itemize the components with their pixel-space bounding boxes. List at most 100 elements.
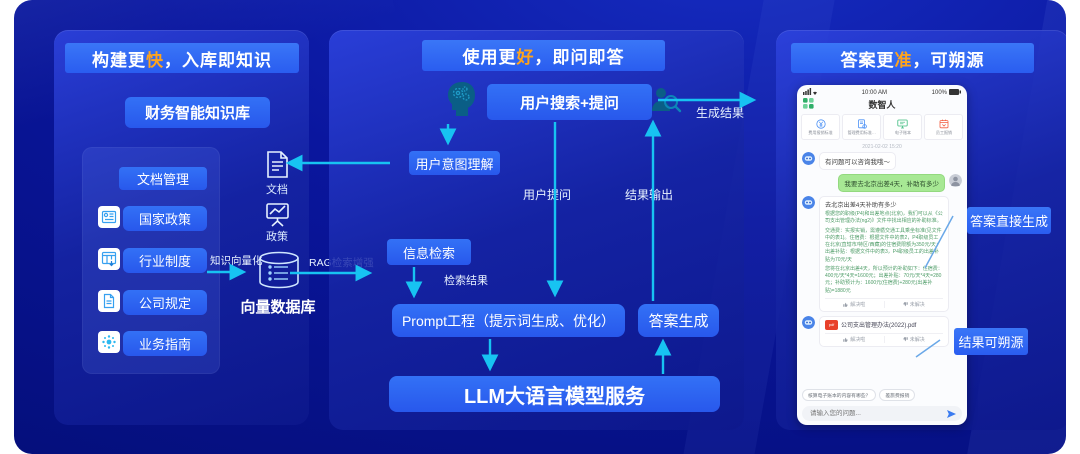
- chat-input[interactable]: [808, 409, 947, 418]
- callout-label: 答案直接生成: [969, 214, 1048, 229]
- answer-title: 去北京出差4天补助有多少: [825, 202, 897, 209]
- bot-avatar: [802, 196, 815, 209]
- chat-timestamp: 2021-02-02 15:20: [862, 144, 902, 150]
- bot-answer-row: 去北京出差4天补助有多少 根据您的职级(P4)和出差地点(北京)，我们可以从《公…: [802, 196, 962, 312]
- label-text: 政策: [266, 231, 288, 243]
- send-icon[interactable]: [947, 409, 956, 418]
- bot-answer-bubble: 去北京出差4天补助有多少 根据您的职级(P4)和出差地点(北京)，我们可以从《公…: [819, 196, 949, 312]
- node-label: Prompt工程（提示词生成、优化）: [401, 312, 616, 329]
- user-search-node: 用户搜索+提问: [487, 84, 652, 120]
- doc-management-label: 文档管理: [136, 172, 189, 187]
- title-text: 答案更: [840, 50, 895, 70]
- person-search-icon: [650, 85, 682, 122]
- business-guide-icon: [98, 331, 120, 353]
- intent-node: 用户意图理解: [409, 151, 500, 175]
- doc-management-node: 文档管理: [119, 167, 207, 190]
- label-text: 检索结果: [444, 275, 488, 287]
- doc-gear-icon: [857, 118, 867, 129]
- label-text: 知识向量化: [210, 255, 263, 267]
- node-label: 用户意图理解: [415, 156, 494, 172]
- callout-traceable: 结果可朔源: [954, 328, 1028, 355]
- feedback-unsolved-button[interactable]: 未解决: [885, 336, 944, 343]
- diagram-canvas: 构建更快，入库即知识 财务智能知识库 文档管理 国家政策 行业制度 公司规定 业…: [14, 0, 1066, 454]
- bot-message-row: 有问题可以咨询我哦～: [802, 152, 962, 170]
- feedback-row: 解决啦 未解决: [825, 332, 944, 343]
- feedback-label: 解决啦: [850, 301, 866, 308]
- feedback-unsolved-button[interactable]: 未解决: [885, 301, 944, 308]
- thumb-up-icon: [843, 302, 848, 307]
- feedback-solved-button[interactable]: 解决啦: [825, 300, 885, 308]
- policy-board-icon: [265, 201, 290, 232]
- battery-icon: [949, 88, 961, 97]
- yuan-circle-icon: [815, 118, 826, 129]
- action-eledger[interactable]: 电子账本: [883, 114, 922, 140]
- bot-source-row: pdf 公司支出管理办法(2022).pdf 解决啦 未解决: [802, 315, 962, 347]
- thumb-up-icon: [843, 337, 848, 342]
- llm-service-node: LLM大语言模型服务: [389, 376, 720, 412]
- feedback-label: 未解决: [909, 301, 925, 308]
- quick-actions: 费用报销标准 管理费用标准… 电子账本 员工报销: [797, 112, 967, 142]
- knowledge-base-label: 财务智能知识库: [144, 105, 250, 122]
- action-expense-standard[interactable]: 费用报销标准: [801, 114, 840, 140]
- title-accent: 准: [894, 50, 913, 70]
- title-text: 构建更: [92, 50, 146, 70]
- phone-header: 数智人: [797, 97, 967, 112]
- suggestion-chip[interactable]: 差旅费报销: [879, 389, 916, 401]
- app-logo-icon: [803, 96, 814, 114]
- prompt-engineering-node: Prompt工程（提示词生成、优化）: [392, 304, 625, 337]
- node-label: LLM大语言模型服务: [463, 385, 646, 408]
- feedback-solved-button[interactable]: 解决啦: [825, 335, 885, 343]
- thumb-down-icon: [903, 302, 908, 307]
- retrieval-result-label: 检索结果: [444, 272, 488, 288]
- industry-rules-icon: [98, 248, 120, 270]
- pdf-attachment[interactable]: pdf 公司支出管理办法(2022).pdf: [825, 319, 943, 330]
- label-text: 结果输出: [625, 188, 674, 202]
- answer-section-title: 答案更准，可朔源: [791, 43, 1034, 73]
- callout-answer-generated: 答案直接生成: [967, 207, 1051, 234]
- action-label: 费用报销标准: [808, 129, 833, 135]
- pdf-icon: pdf: [825, 319, 838, 330]
- vector-database-label: 向量数据库: [228, 296, 328, 317]
- chat-input-bar: [802, 406, 962, 421]
- feedback-row: 解决啦 未解决: [825, 297, 944, 308]
- action-label: 员工报销: [935, 129, 952, 135]
- phone-mockup: 10:00 AM 100% 数智人 费用报销标准 管理费用标准…: [797, 85, 967, 425]
- label-text: 用户提问: [523, 188, 572, 202]
- action-label: 电子账本: [894, 129, 911, 135]
- title-text: ，入库即知识: [164, 50, 272, 70]
- suggestion-chip[interactable]: 核算电子账本的内容有哪些？: [802, 389, 877, 401]
- feedback-label: 解决啦: [850, 336, 866, 343]
- answer-generation-node: 答案生成: [638, 304, 719, 337]
- document-icon: [264, 150, 291, 184]
- vectorize-arrow-label: 知识向量化: [210, 253, 263, 268]
- answer-paragraph: 根据您的职级(P4)和出差地点(北京)，我们可以从《公司支出管理办法(ng2)》…: [825, 211, 943, 225]
- monitor-icon: [897, 119, 908, 128]
- status-time: 10:00 AM: [861, 89, 887, 96]
- node-label: 答案生成: [648, 313, 709, 330]
- generate-result-label: 生成结果: [696, 104, 744, 121]
- bot-avatar: [802, 152, 815, 165]
- phone-status-bar: 10:00 AM 100%: [797, 85, 967, 97]
- node-national-policy: 国家政策: [123, 206, 207, 231]
- suggestion-chips: 核算电子账本的内容有哪些？ 差旅费报销: [797, 387, 920, 403]
- user-question-label: 用户提问: [523, 186, 571, 203]
- node-business-guide: 业务指南: [123, 331, 207, 356]
- pdf-filename: 公司支出管理办法(2022).pdf: [841, 323, 917, 330]
- bot-greeting-bubble: 有问题可以咨询我哦～: [819, 152, 896, 170]
- action-mgmt-expense[interactable]: 管理费用标准…: [842, 114, 881, 140]
- vector-database-icon: [257, 251, 301, 294]
- policy-icon-label: 政策: [257, 228, 297, 244]
- document-icon-label: 文档: [257, 181, 297, 197]
- label-text: 文档: [266, 184, 288, 196]
- national-policy-icon: [98, 206, 120, 228]
- signal-wifi-icon: [803, 88, 817, 97]
- node-label: 信息检索: [402, 245, 455, 261]
- action-label: 管理费用标准…: [847, 129, 876, 135]
- node-industry-rules: 行业制度: [123, 248, 207, 273]
- build-section-title: 构建更快，入库即知识: [65, 43, 299, 73]
- action-employee-reimburse[interactable]: 员工报销: [924, 114, 963, 140]
- app-title: 数智人: [868, 100, 896, 110]
- red-badge-icon: [939, 119, 948, 128]
- node-label: 国家政策: [138, 212, 191, 227]
